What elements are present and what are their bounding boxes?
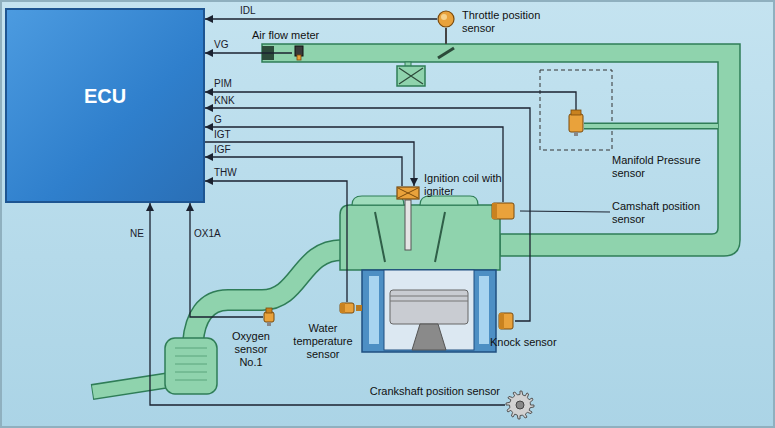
cylinder-bore <box>384 270 474 350</box>
throttle-plate <box>438 48 454 58</box>
sensor-icon <box>568 110 584 136</box>
throttle-shaft <box>445 28 447 44</box>
signal-wire <box>205 142 414 186</box>
sensor-body <box>264 312 274 322</box>
coil-body <box>397 187 419 199</box>
connecting-rod <box>412 324 446 350</box>
part-label: Throttle position sensor <box>462 9 557 35</box>
probe-tip <box>297 55 301 60</box>
gear-hub <box>516 401 524 409</box>
signal-wire <box>205 108 530 321</box>
cylinder-head <box>340 205 500 270</box>
sensor-icon <box>497 312 515 330</box>
sensor-tip <box>267 322 271 326</box>
tail-pipe <box>93 380 170 392</box>
idle-valve <box>397 66 425 86</box>
signal-name: IGT <box>214 129 231 141</box>
piston <box>390 290 468 324</box>
water-jacket <box>369 276 379 344</box>
part-label: Air flow meter <box>252 29 342 42</box>
sensor-node: Manifold Pressure sensor <box>568 110 584 136</box>
part-label: Knock sensor <box>490 336 570 349</box>
converter-core <box>175 348 207 380</box>
sensor-node: Water temperature sensor <box>338 302 356 314</box>
sensor-node: Oxygen sensor No.1 <box>263 308 275 326</box>
signal-name: PIM <box>214 78 232 90</box>
vacuum-hose <box>584 124 718 128</box>
probe-body <box>295 46 303 56</box>
sensor-tip <box>574 132 578 136</box>
sensor-cap <box>499 313 504 329</box>
sensor-body <box>499 313 513 329</box>
sensor-node: Ignition coil with igniter <box>396 186 420 200</box>
leader-line <box>520 211 610 212</box>
gear-teeth <box>506 391 534 419</box>
sensor-icon <box>338 302 356 314</box>
cam-cover <box>420 196 478 205</box>
sensor-boss <box>356 305 362 311</box>
sensor-icon <box>263 308 275 326</box>
signal-wire <box>150 203 505 405</box>
control-unit-box: ECU <box>5 8 205 203</box>
sensor-icon <box>437 10 455 28</box>
sensor-highlight <box>441 14 447 20</box>
sensor-body <box>492 203 514 219</box>
part-label: Camshaft position sensor <box>612 200 708 226</box>
sensor-body <box>340 303 354 313</box>
sensor-node: Camshaft position sensor <box>490 202 516 220</box>
signal-wire <box>205 18 437 19</box>
sensor-icon <box>292 46 306 60</box>
signal-name: G <box>214 114 222 126</box>
signal-name: IDL <box>240 5 256 17</box>
signal-name: OX1A <box>194 228 221 240</box>
signal-wire <box>205 52 292 53</box>
water-jacket <box>479 276 489 344</box>
sensor-body <box>569 114 583 132</box>
part-label: Ignition coil with igniter <box>424 172 502 198</box>
catalytic-converter <box>165 338 217 394</box>
coil-cross <box>398 188 418 198</box>
signal-wire <box>205 127 503 202</box>
signal-wire <box>205 181 347 302</box>
tail-pipe-outline <box>92 380 170 392</box>
unit-title: ECU <box>84 84 126 108</box>
sensor-cap <box>340 303 345 313</box>
part-label: Crankshaft position sensor <box>345 385 500 398</box>
signal-name: THW <box>214 167 237 179</box>
part-label: Water temperature sensor <box>286 322 360 361</box>
part-label: Oxygen sensor No.1 <box>222 330 280 369</box>
signal-wire <box>190 203 263 317</box>
sensor-node: Air flow meter <box>292 46 306 60</box>
signal-name: KNK <box>214 95 235 107</box>
sensor-icon <box>490 202 516 220</box>
sensor-node: Throttle position sensor <box>437 10 455 28</box>
cylinder-block <box>362 270 496 352</box>
signal-wire <box>205 92 576 110</box>
sensor-body <box>438 11 454 27</box>
signal-name: IGF <box>214 144 231 156</box>
sensor-housing <box>540 70 612 150</box>
sensor-icon <box>396 186 420 200</box>
gear-wheel <box>505 390 535 420</box>
sensor-cap <box>571 110 581 115</box>
idle-valve-cross <box>399 68 423 84</box>
cam-cover <box>352 196 404 205</box>
sensor-node: Knock sensor <box>497 312 515 330</box>
piston-rings <box>390 296 468 301</box>
sensor-cap <box>266 308 272 313</box>
intake-manifold <box>262 44 740 256</box>
sensor-cap <box>492 203 497 219</box>
signal-name: VG <box>214 39 228 51</box>
vacuum-hose-outline <box>584 123 718 130</box>
signal-name: NE <box>130 228 144 240</box>
spark-plug <box>405 200 411 250</box>
part-label: Manifold Pressure sensor <box>612 154 708 180</box>
sensor-node: Crankshaft position sensor <box>505 390 535 420</box>
